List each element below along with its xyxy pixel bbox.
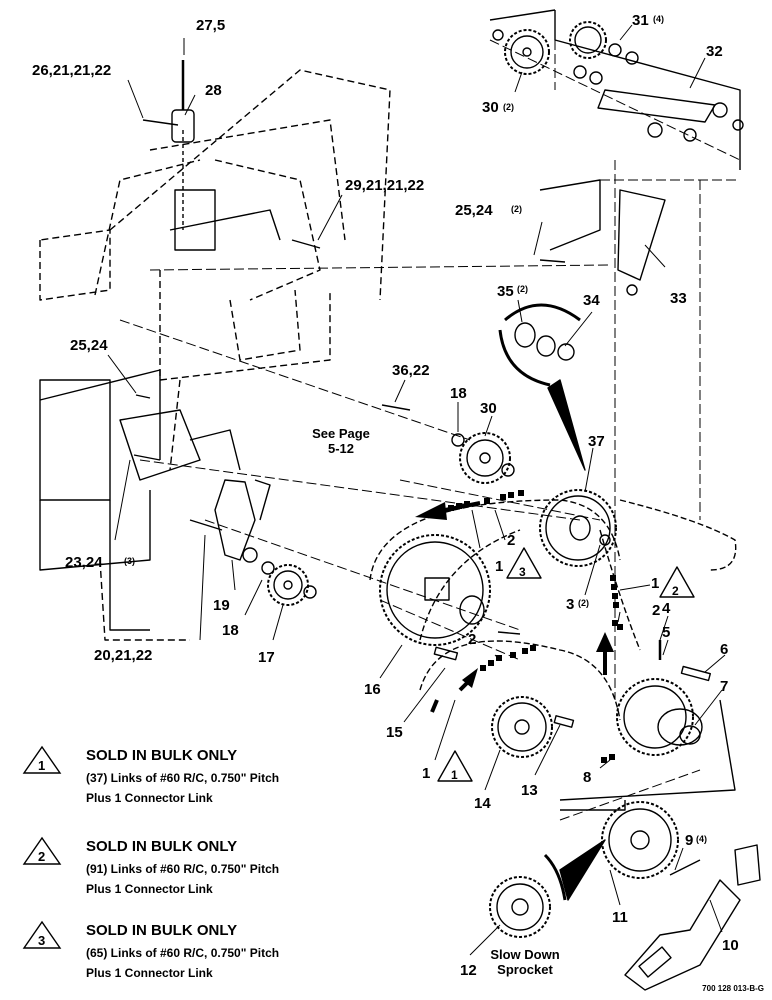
callout-31-qty: (4): [653, 14, 664, 24]
legend-line: (37) Links of #60 R/C, 0.750" Pitch: [86, 771, 280, 785]
legend-line: (91) Links of #60 R/C, 0.750" Pitch: [86, 862, 280, 876]
triangle-marker-2: 2: [22, 836, 62, 865]
callout-2-a: 2: [507, 532, 515, 549]
callout-2-c: 2: [468, 631, 476, 648]
chain-links: [448, 490, 623, 763]
leader-lines: [107, 24, 726, 956]
see-page-line2: 5-12: [327, 441, 355, 456]
callout-18-b: 18: [222, 622, 239, 639]
callout-25-24-b-qty: (2): [511, 204, 522, 214]
callout-19: 19: [213, 597, 230, 614]
triangle-marker-2-diagram: [659, 566, 695, 598]
callout-9-qty: (4): [696, 834, 707, 844]
frame-solid: [39, 189, 281, 631]
shaft-centerlines: [119, 39, 741, 821]
callout-7: 7: [720, 678, 728, 695]
callout-33: 33: [670, 290, 687, 307]
document-id: 700 128 013-B-G: [702, 984, 764, 993]
callout-11: 11: [612, 909, 628, 926]
frame-outline: [39, 69, 391, 641]
triangle-marker-3: 3: [22, 920, 62, 949]
callout-12: 12: [460, 962, 477, 979]
legend-line: Plus 1 Connector Link: [86, 966, 213, 980]
callout-5: 5: [662, 624, 670, 641]
svg-text:2: 2: [38, 849, 45, 864]
callout-36: 36,22: [392, 362, 430, 379]
slow-down-note: Slow Down Sprocket: [480, 947, 570, 977]
sprocket-14: [491, 696, 553, 758]
callout-18-a: 18: [450, 385, 467, 402]
callout-26: 26,21,21,22: [32, 62, 111, 79]
sprocket-17: [242, 547, 317, 606]
callout-29: 29,21,21,22: [345, 177, 424, 194]
sprocket-7: [616, 678, 703, 756]
slow-down-line1: Slow Down: [490, 947, 560, 962]
callout-28: 28: [205, 82, 222, 99]
callout-23: 23,24: [65, 554, 103, 571]
callout-1-b: 1: [651, 575, 659, 592]
triangle-marker-1-diagram: [437, 750, 473, 782]
chain-loop: [369, 499, 737, 721]
legend-line: (65) Links of #60 R/C, 0.750" Pitch: [86, 946, 280, 960]
callout-23-qty: (3): [124, 556, 135, 566]
callout-37: 37: [588, 433, 605, 450]
legend-heading: SOLD IN BULK ONLY: [86, 747, 238, 764]
callout-2-b: 2: [652, 602, 660, 619]
callout-27-5: 27,5: [196, 17, 225, 34]
sprocket-12: [489, 876, 551, 938]
triangle-marker-1: 1: [22, 745, 62, 774]
wrench-10: [624, 844, 761, 991]
slow-down-line2: Sprocket: [497, 962, 553, 977]
callout-34: 34: [583, 292, 600, 309]
detail-circle-slow-down: [543, 839, 606, 901]
triangle-label-3-diagram: 3: [519, 565, 526, 579]
callout-35-qty: (2): [517, 284, 528, 294]
triangle-marker-3-diagram: [506, 547, 542, 579]
callout-3-qty: (2): [578, 598, 589, 608]
callout-1-c: 1: [422, 765, 430, 782]
legend-heading: SOLD IN BULK ONLY: [86, 838, 238, 855]
callout-13: 13: [521, 782, 538, 799]
callout-15: 15: [386, 724, 403, 741]
callout-32: 32: [706, 43, 723, 60]
sprocket-30a: [504, 21, 607, 75]
callout-17: 17: [258, 649, 275, 666]
callout-30-a-qty: (2): [503, 102, 514, 112]
legend-line: Plus 1 Connector Link: [86, 791, 213, 805]
callout-31: 31: [632, 12, 649, 29]
sprocket-30b: [451, 432, 515, 484]
bolts: [133, 119, 701, 876]
detail-circle-bearing: [498, 303, 586, 471]
legend-heading: SOLD IN BULK ONLY: [86, 922, 238, 939]
callout-4: 4: [662, 600, 671, 617]
triangle-label-2-diagram: 2: [672, 584, 679, 598]
callout-30-a: 30: [482, 99, 499, 116]
legend-line: Plus 1 Connector Link: [86, 882, 213, 896]
callout-25-24-a: 25,24: [70, 337, 108, 354]
callout-9: 9: [685, 832, 693, 849]
callout-6: 6: [720, 641, 728, 658]
callout-20: 20,21,22: [94, 647, 152, 664]
callout-14: 14: [474, 795, 491, 812]
callout-10: 10: [722, 937, 739, 954]
sprocket-37: [539, 489, 617, 567]
callout-25-24-b: 25,24: [455, 202, 493, 219]
callout-35: 35: [497, 283, 514, 300]
svg-text:1: 1: [38, 758, 45, 773]
callout-3: 3: [566, 596, 574, 613]
svg-text:3: 3: [38, 933, 45, 948]
callout-8: 8: [583, 769, 591, 786]
see-page-note: See Page 5-12: [300, 426, 382, 456]
callout-1-a: 1: [495, 558, 503, 575]
sprocket-16: [379, 534, 491, 646]
callout-16: 16: [364, 681, 381, 698]
see-page-line1: See Page: [312, 426, 370, 441]
sprocket-11: [601, 801, 679, 879]
triangle-label-1-diagram: 1: [451, 768, 458, 782]
callout-30-b: 30: [480, 400, 497, 417]
